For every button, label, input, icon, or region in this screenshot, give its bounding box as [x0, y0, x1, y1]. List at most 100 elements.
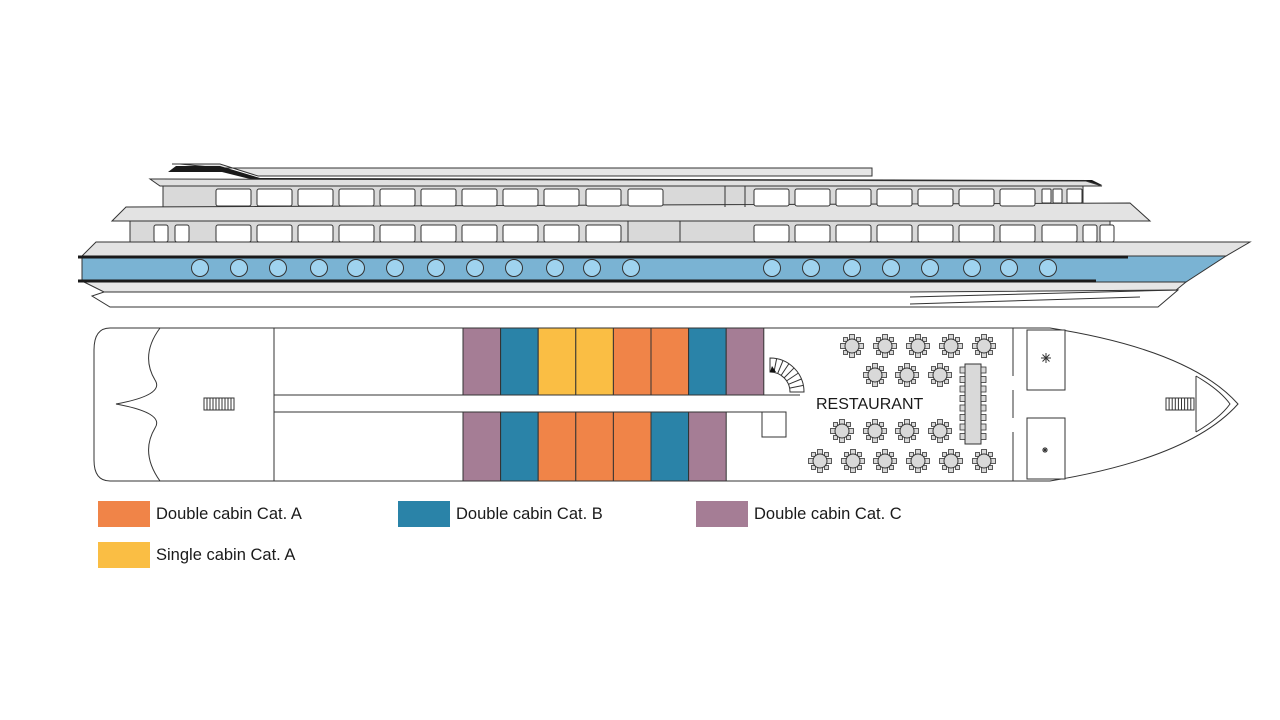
cabin-single-a [537, 327, 577, 396]
window [835, 188, 872, 207]
porthole [466, 259, 484, 277]
legend-label-double-c: Double cabin Cat. C [754, 504, 902, 523]
legend-label-double-b: Double cabin Cat. B [456, 504, 603, 523]
porthole [310, 259, 328, 277]
window [585, 188, 622, 207]
porthole [921, 259, 939, 277]
legend-swatch-single-a [98, 542, 150, 568]
porthole [347, 259, 365, 277]
porthole [191, 259, 209, 277]
window [379, 188, 416, 207]
upper-deck-windows [215, 188, 1083, 207]
porthole [269, 259, 287, 277]
deck-plan-top-view: RESTAURANT [93, 327, 1239, 482]
legend-item-double-a: Double cabin Cat. A [98, 501, 302, 527]
window [420, 224, 457, 243]
round-table [895, 419, 919, 443]
window [958, 224, 995, 243]
window [999, 188, 1036, 207]
window [543, 224, 580, 243]
window [958, 188, 995, 207]
window [174, 224, 190, 243]
porthole [882, 259, 900, 277]
cabin-double-a [612, 411, 652, 482]
window [1041, 224, 1078, 243]
cabin-double-b [500, 327, 539, 396]
porthole [763, 259, 781, 277]
round-table [863, 363, 887, 387]
service-room [761, 411, 787, 438]
window [297, 224, 334, 243]
legend-item-double-c: Double cabin Cat. C [696, 501, 902, 527]
round-table [972, 449, 996, 473]
cabin-double-a [575, 411, 614, 482]
window [543, 188, 580, 207]
cabin-double-c [725, 327, 765, 396]
restaurant-tables [808, 334, 996, 473]
window [585, 224, 622, 243]
cabin-single-a [575, 327, 614, 396]
window [1082, 224, 1098, 243]
window [1066, 188, 1083, 204]
porthole [546, 259, 564, 277]
window [338, 188, 375, 207]
round-table [808, 449, 832, 473]
window [917, 224, 954, 243]
porthole [583, 259, 601, 277]
cabin-double-a [537, 411, 577, 482]
legend-item-double-b: Double cabin Cat. B [398, 501, 603, 527]
round-table [873, 334, 897, 358]
cabin-row-upper [462, 327, 765, 396]
legend-swatch-double-a [98, 501, 150, 527]
cabin-double-a [650, 327, 690, 396]
round-table [928, 419, 952, 443]
round-table [972, 334, 996, 358]
star-small-icon [1042, 447, 1048, 453]
middle-deck-windows [153, 224, 1115, 243]
window [461, 188, 498, 207]
window [502, 188, 539, 207]
round-table [840, 334, 864, 358]
spiral-staircase-icon [769, 357, 805, 393]
window [876, 188, 913, 207]
buffet-table [959, 363, 987, 445]
window [215, 224, 252, 243]
round-table [873, 449, 897, 473]
window [420, 188, 457, 207]
legend-swatch-double-c [696, 501, 748, 527]
round-table [928, 363, 952, 387]
restaurant-label: RESTAURANT [816, 396, 923, 413]
hull-portholes [191, 259, 1057, 277]
cabin-double-b [688, 327, 727, 396]
porthole [505, 259, 523, 277]
legend-swatch-double-b [398, 501, 450, 527]
bow-stair [1165, 397, 1195, 411]
window [835, 224, 872, 243]
ship-side-view [78, 163, 1252, 308]
window [753, 224, 790, 243]
window [297, 188, 334, 207]
porthole [1039, 259, 1057, 277]
window [794, 224, 831, 243]
round-table [939, 334, 963, 358]
legend-label-single-a: Single cabin Cat. A [156, 545, 296, 564]
porthole [1000, 259, 1018, 277]
cabin-double-b [500, 411, 539, 482]
legend-label-double-a: Double cabin Cat. A [156, 504, 302, 523]
window [794, 188, 831, 207]
round-table [830, 419, 854, 443]
window [338, 224, 375, 243]
star-icon [1041, 353, 1051, 363]
window [256, 188, 293, 207]
legend-item-single-a: Single cabin Cat. A [98, 542, 295, 568]
window [1099, 224, 1115, 243]
round-table [939, 449, 963, 473]
window [1041, 188, 1052, 204]
cabin-double-c [688, 411, 727, 482]
cabin-row-lower [462, 411, 727, 482]
aft-stair [203, 397, 235, 411]
porthole [230, 259, 248, 277]
porthole [963, 259, 981, 277]
